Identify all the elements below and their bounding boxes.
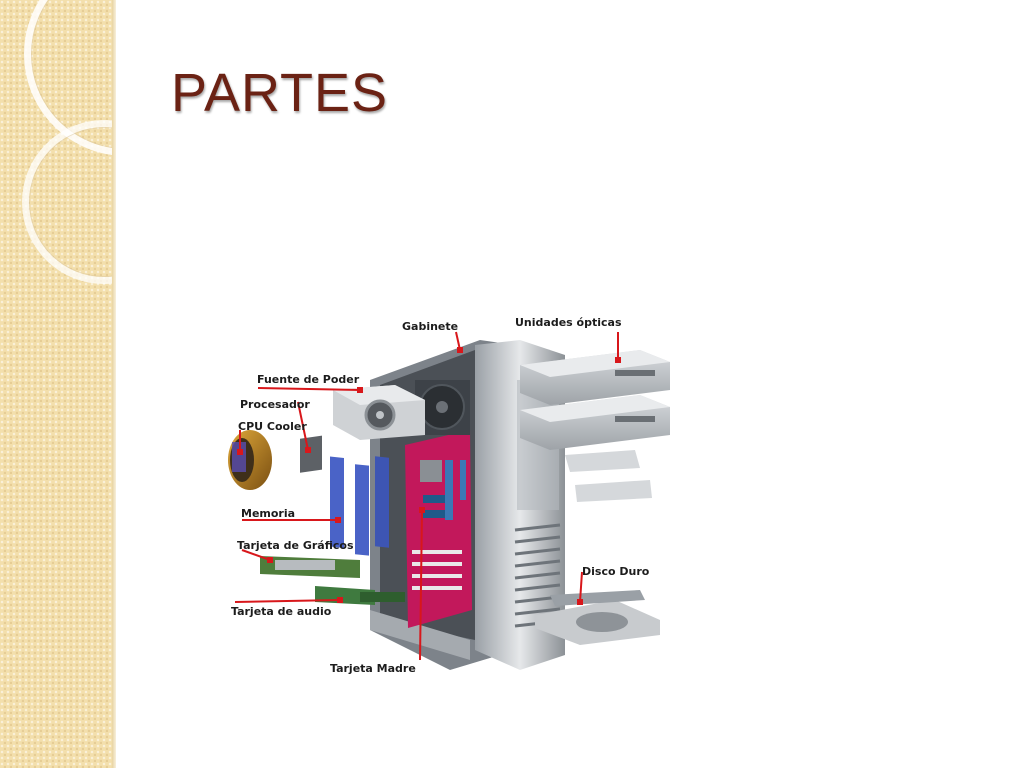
slide-title: PARTES [171, 63, 389, 123]
side-band-edge [112, 0, 116, 768]
label-tarjeta-graficos: Tarjeta de Gráficos [237, 539, 354, 552]
label-unidades-opticas: Unidades ópticas [515, 316, 622, 329]
processor-shape [300, 435, 322, 473]
computer-exploded-illustration [228, 331, 670, 670]
label-tarjeta-madre: Tarjeta Madre [330, 662, 416, 675]
hard-disk-shape [535, 590, 660, 645]
cpu-cooler-shape [228, 430, 272, 490]
label-memoria: Memoria [241, 507, 296, 520]
memory-modules-shape [330, 456, 389, 556]
optical-drives-shape [520, 350, 670, 502]
power-supply-shape [333, 385, 425, 440]
label-cpu-cooler: CPU Cooler [238, 420, 307, 433]
callout-markers [237, 347, 621, 605]
decorative-ring [22, 120, 112, 284]
label-disco-duro: Disco Duro [582, 565, 650, 578]
decorative-side-band [0, 0, 112, 768]
label-tarjeta-audio: Tarjeta de audio [231, 605, 332, 618]
motherboard-shape [405, 430, 472, 628]
label-procesador: Procesador [240, 398, 310, 411]
callout-lines [234, 331, 619, 661]
computer-parts-diagram: Gabinete Unidades ópticas Fuente de Pode… [220, 310, 680, 690]
label-gabinete: Gabinete [402, 320, 459, 333]
label-fuente-de-poder: Fuente de Poder [257, 373, 360, 386]
graphics-card-shape [260, 556, 360, 578]
